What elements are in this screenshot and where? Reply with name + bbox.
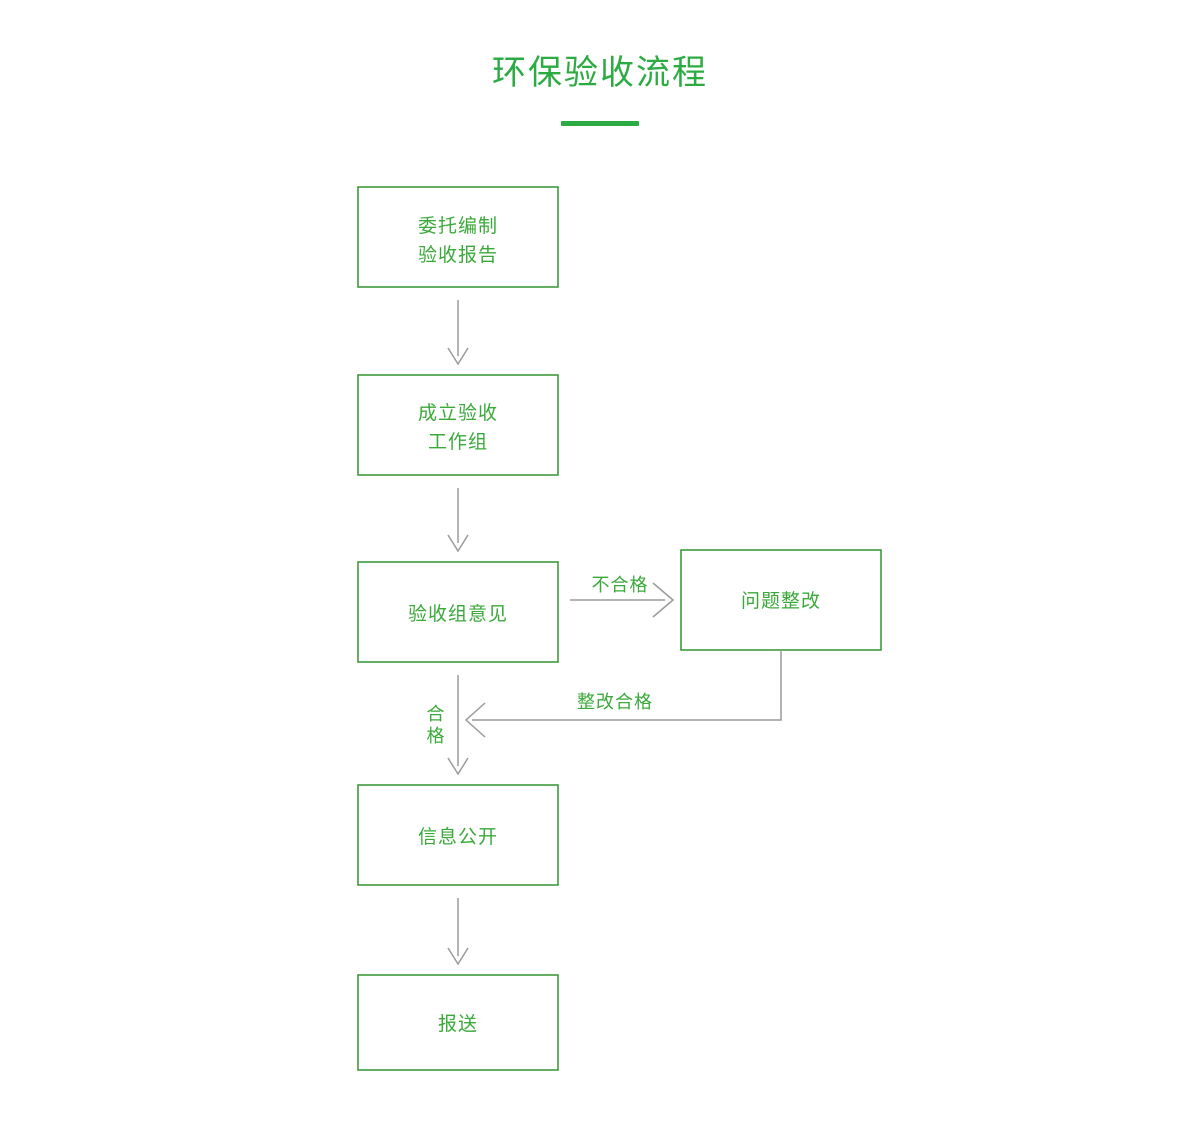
arrowhead-down-icon	[447, 534, 469, 553]
edge-fail-to-rectify: 不合格	[570, 575, 675, 618]
edge-label-fail: 不合格	[592, 575, 649, 595]
node-acceptance-opinion[interactable]: 验收组意见	[357, 561, 559, 663]
node-entrust-report[interactable]: 委托编制 验收报告	[357, 186, 559, 288]
edge-rectified-return: 整改合格	[464, 650, 782, 738]
edge-group-to-opinion	[447, 488, 469, 553]
node-label-line1: 成立验收	[418, 402, 498, 424]
node-establish-group[interactable]: 成立验收 工作组	[357, 374, 559, 476]
page-title: 环保验收流程	[492, 54, 708, 92]
node-label-line1: 问题整改	[741, 590, 821, 612]
edge-entrust-to-group	[447, 300, 469, 366]
node-label-line1: 信息公开	[418, 826, 498, 848]
node-box[interactable]	[680, 549, 882, 651]
edge-disclosure-to-submit	[447, 898, 469, 966]
edge-label-pass-char2: 格	[427, 726, 446, 746]
node-box[interactable]	[357, 186, 559, 288]
node-label-line1: 报送	[438, 1013, 478, 1035]
node-submission[interactable]: 报送	[357, 974, 559, 1071]
node-problem-rectification[interactable]: 问题整改	[680, 549, 882, 651]
arrowhead-down-icon	[447, 757, 469, 776]
node-information-disclosure[interactable]: 信息公开	[357, 784, 559, 886]
title-underline	[561, 121, 639, 126]
edge-label-pass-char1: 合	[427, 704, 446, 724]
arrowhead-down-icon	[447, 347, 469, 366]
node-box[interactable]	[357, 374, 559, 476]
node-box[interactable]	[357, 974, 559, 1071]
node-box[interactable]	[357, 784, 559, 886]
arrowhead-left-icon	[464, 702, 486, 738]
node-label-line1: 委托编制	[418, 215, 498, 237]
arrowhead-down-icon	[447, 947, 469, 966]
node-label-line1: 验收组意见	[408, 603, 508, 625]
edge-pass-to-disclosure: 合 格	[427, 675, 469, 776]
node-box[interactable]	[357, 561, 559, 663]
arrowhead-right-icon	[652, 582, 675, 618]
node-label-line2: 验收报告	[418, 244, 498, 266]
edge-label-rectified: 整改合格	[577, 692, 653, 712]
node-label-line2: 工作组	[428, 431, 488, 453]
edge-line	[472, 650, 782, 721]
